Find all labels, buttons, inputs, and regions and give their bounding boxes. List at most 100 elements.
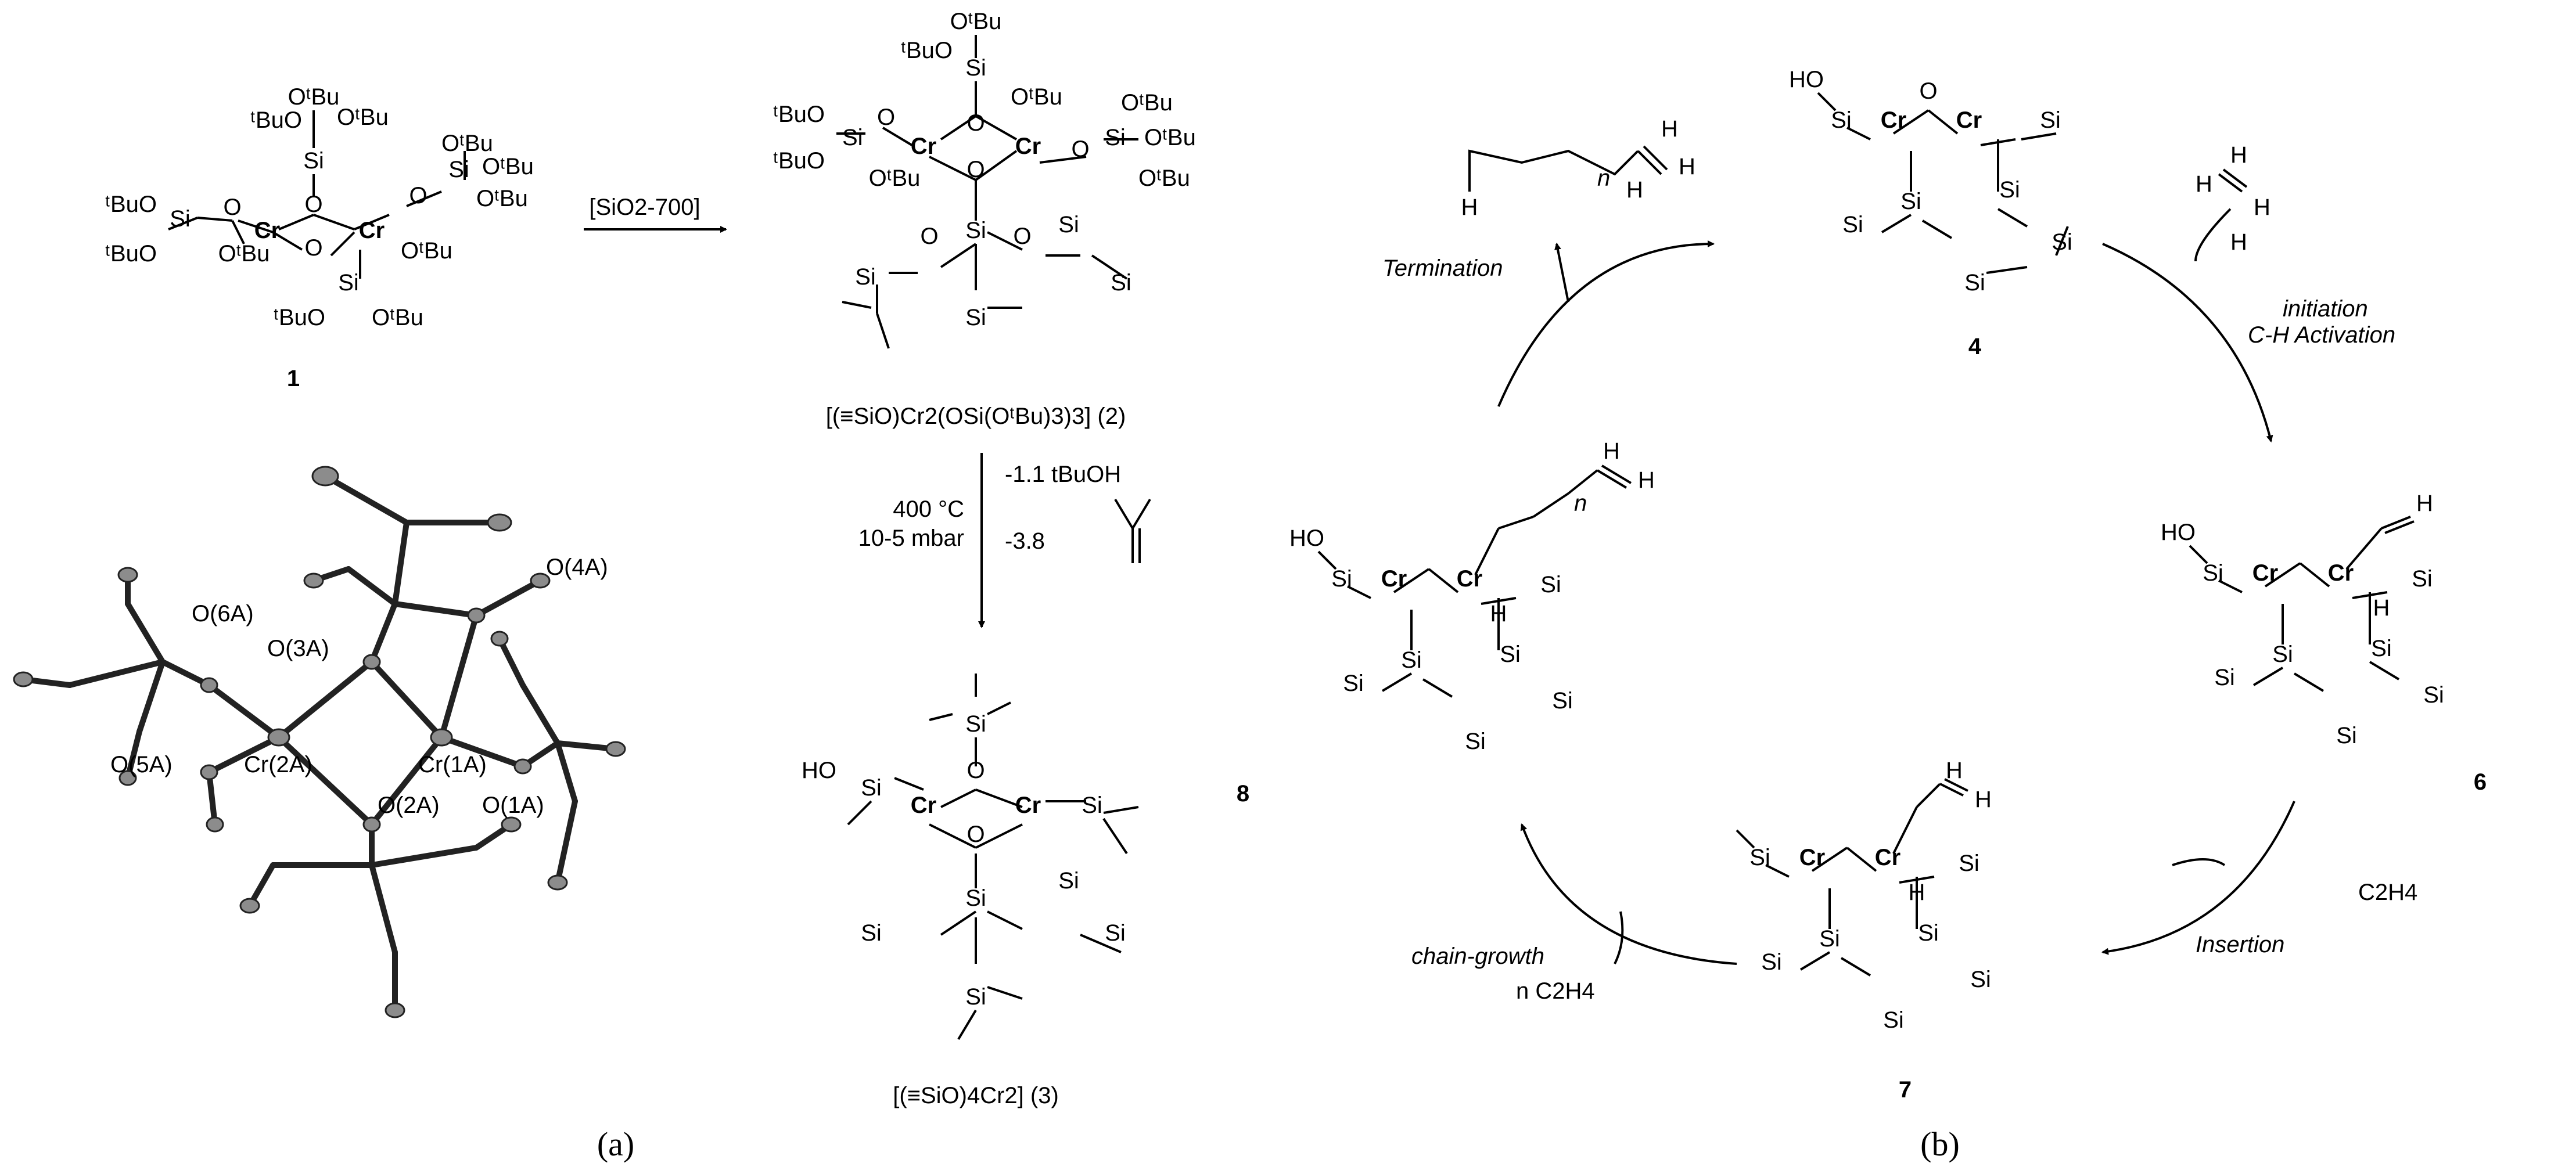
o-left: O — [223, 195, 241, 220]
s8-si-d: Si — [1552, 688, 1573, 714]
compound-3-formula: [(≡SiO)4Cr2] (3) — [893, 1083, 1059, 1108]
s8-cr-left: Cr — [1381, 566, 1407, 592]
step-initiation: initiation — [2283, 296, 2368, 322]
c3-hydroxyl: HO — [802, 758, 836, 783]
ethylene: H H H H — [2196, 142, 2270, 255]
calcination-arrow: 400 °C 10-5 mbar -1.1 tBuOH -3.8 — [858, 453, 1151, 628]
c3-si-center: Si — [965, 885, 986, 911]
species-8-label: 8 — [1237, 781, 1249, 806]
c2-si-left: Si — [842, 125, 863, 150]
s7-cr-right: Cr — [1875, 845, 1900, 870]
s8-h-bridge: H — [1490, 601, 1507, 626]
si-bottom: Si — [338, 270, 359, 296]
alkene-n: n — [1597, 165, 1610, 191]
o-right: O — [409, 183, 427, 208]
compound-2-formula: [(≡SiO)Cr2(OSi(OᵗBu)3)3] (2) — [826, 404, 1126, 429]
o-tbu-right-top: OᵗBu — [441, 131, 493, 156]
s6-si-center: Si — [2272, 642, 2293, 667]
compound-2: OᵗBu ᵗBuO Si OᵗBu O ᵗBuO ᵗBuO Si O Cr Cr… — [773, 9, 1196, 429]
alkene-h-right: H — [1679, 154, 1695, 179]
c2-cr-left: Cr — [911, 134, 936, 159]
s4-si-e: Si — [1964, 270, 1985, 296]
label-o3a: O(3A) — [267, 636, 329, 661]
s4-o-top: O — [1919, 78, 1937, 104]
panel-b: Termination initiation C-H Activation In… — [1237, 67, 2487, 1163]
compound-3: HO Si Si O Cr Cr O Si Si Si Si Si Si [(≡… — [802, 674, 1139, 1108]
tbuo-top: ᵗBuO — [250, 107, 302, 133]
s7-si-right: Si — [1959, 851, 1979, 876]
c2-o-tbu-right-1: OᵗBu — [1121, 90, 1173, 116]
label-cr1a: Cr(1A) — [418, 752, 487, 777]
c2-cr-right: Cr — [1015, 134, 1041, 159]
step-chain-growth: chain-growth — [1411, 943, 1544, 969]
tbuo-bottom: ᵗBuO — [274, 305, 325, 330]
s4-si-c: Si — [1842, 212, 1863, 237]
c2-o-tbu-top-right: OᵗBu — [1011, 84, 1062, 110]
s8-n: n — [1574, 491, 1587, 516]
c2-si-d: Si — [1111, 270, 1131, 296]
s7-si-e: Si — [1883, 1007, 1904, 1033]
c3-si-right: Si — [1082, 793, 1102, 818]
species-6-label: 6 — [2474, 769, 2487, 795]
tbuo-left-bottom: ᵗBuO — [105, 241, 157, 267]
c2-o-right: O — [1071, 136, 1089, 162]
s6-h-bridge: H — [2373, 595, 2390, 621]
species-7-label: 7 — [1899, 1077, 1912, 1103]
alkene-h-bottom: H — [1626, 177, 1643, 203]
compound-1-number: 1 — [287, 366, 300, 391]
s6-si-left: Si — [2203, 560, 2223, 586]
o-tbu-right-low: OᵗBu — [476, 186, 528, 211]
ethylene-h-3: H — [2254, 195, 2270, 220]
s4-cr-right: Cr — [1956, 107, 1982, 133]
o-tbu-bottom-right: OᵗBu — [401, 238, 452, 264]
o-tbu-top-right: OᵗBu — [337, 105, 389, 130]
c3-si-left: Si — [861, 775, 882, 801]
s8-si-c: Si — [1343, 671, 1364, 696]
s8-hydroxyl: HO — [1289, 525, 1324, 551]
s7-si-b: Si — [1918, 920, 1939, 946]
s8-h-vinyl-2: H — [1638, 467, 1655, 493]
s7-si-left: Si — [1749, 845, 1770, 870]
c3-si-b: Si — [1058, 868, 1079, 894]
label-o1a: O(1A) — [482, 793, 544, 818]
cycle-arrows — [1497, 208, 2295, 965]
s6-si-e: Si — [2336, 723, 2357, 748]
c2-o-tbu-left: OᵗBu — [869, 165, 921, 191]
s7-h-bridge: H — [1909, 880, 1925, 905]
species-7: Si Cr Cr H H H Si Si Si Si Si Si 7 — [1736, 758, 1992, 1103]
c2-tbuo-left-2: ᵗBuO — [773, 148, 825, 174]
species-6: HO Si Cr Cr H H Si Si Si Si Si Si 6 — [2161, 491, 2487, 795]
ethylene-h-1: H — [2230, 142, 2247, 168]
o-top-bridge: O — [304, 192, 322, 217]
c2-o-center: O — [967, 157, 985, 182]
c3-si-c: Si — [861, 920, 882, 946]
o-tbu-left: OᵗBu — [218, 241, 270, 267]
s4-si-d: Si — [2052, 229, 2072, 255]
c2-si-right: Si — [1105, 125, 1126, 150]
s7-h-vinyl-1: H — [1946, 758, 1963, 783]
panel-a: OᵗBu ᵗBuO Si OᵗBu O Cr Cr O Si ᵗBuO ᵗBuO… — [13, 9, 1196, 1163]
si-top: Si — [303, 148, 324, 174]
tbuo-left-top: ᵗBuO — [105, 192, 157, 217]
c2-o-a: O — [920, 224, 938, 249]
s7-cr-left: Cr — [1799, 845, 1825, 870]
support-label: [SiO2-700] — [589, 195, 700, 220]
c2-tbuo-top: ᵗBuO — [901, 38, 953, 63]
alkene-h-top: H — [1661, 116, 1678, 142]
c2-o-left: O — [877, 105, 895, 130]
o-bottom-bridge: O — [304, 235, 322, 261]
support-arrow: [SiO2-700] — [584, 195, 727, 233]
byproduct-tbuoh: -1.1 tBuOH — [1005, 462, 1121, 487]
label-o5a: O(5A) — [110, 752, 173, 777]
c2-tbuo-left-1: ᵗBuO — [773, 102, 825, 127]
pressure: 10-5 mbar — [858, 525, 964, 551]
cr-left: Cr — [254, 218, 280, 243]
s7-si-c: Si — [1761, 949, 1782, 975]
c2-o-b: O — [1013, 224, 1031, 249]
product-alkene: H n H H H — [1461, 116, 1695, 220]
ortep-structure: O(4A) O(6A) O(3A) O(5A) Cr(2A) Cr(1A) O(… — [13, 466, 626, 1018]
s4-si-b: Si — [1999, 177, 2020, 203]
caption-b: (b) — [1920, 1125, 1960, 1163]
